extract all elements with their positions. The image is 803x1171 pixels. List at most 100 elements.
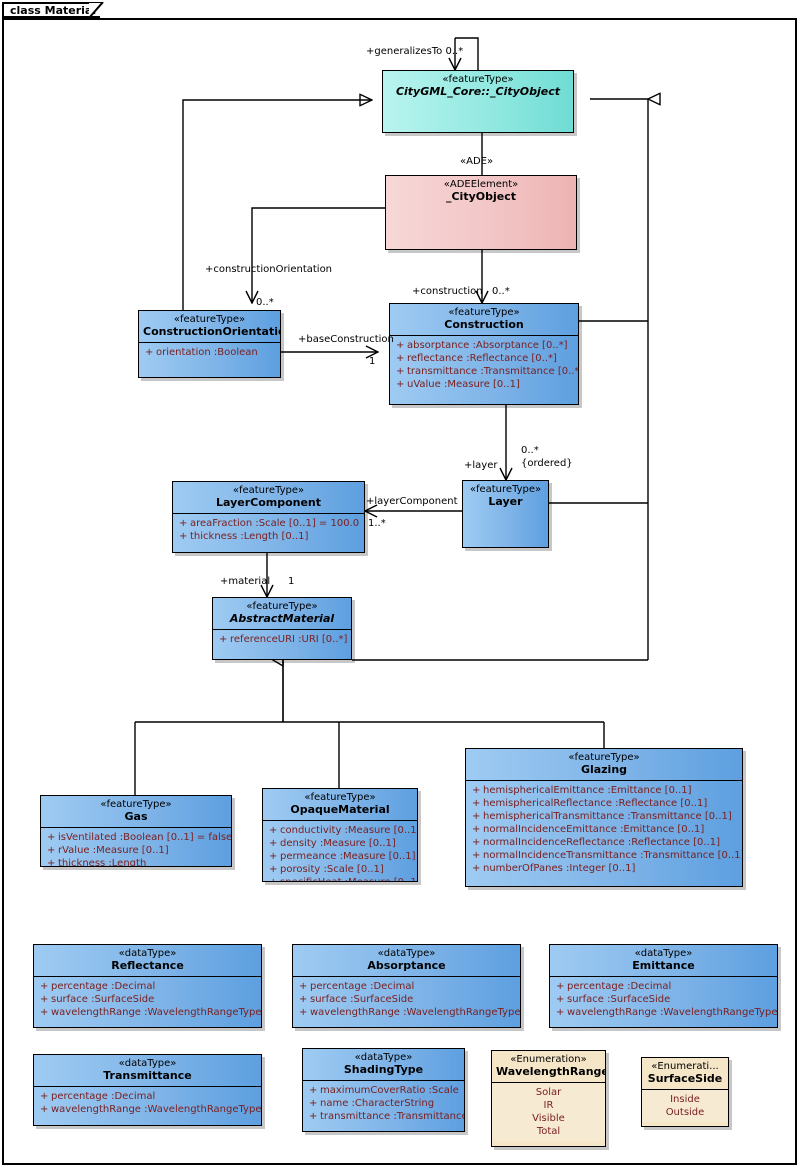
attribute-text: wavelengthRange :WavelengthRangeType [51, 1104, 262, 1116]
stereotype-label: «Enumerati... [651, 1061, 719, 1072]
attribute-text: wavelengthRange :WavelengthRangeType [51, 1007, 262, 1019]
enum-literal: IR [543, 1100, 554, 1112]
class-ade-cityobject[interactable]: «ADEElement» _CityObject [385, 175, 577, 250]
visibility-marker: + [472, 798, 481, 810]
attribute-row: +hemisphericalEmittance :Emittance [0..1… [468, 784, 740, 797]
label-base-construction-mult: 1 [369, 356, 376, 367]
class-name: Construction [444, 317, 524, 331]
class-gas[interactable]: «featureType» Gas +isVentilated :Boolean… [40, 795, 232, 867]
attribute-text: transmittance :Transmittance [0..*] [407, 366, 579, 378]
attribute-row: +percentage :Decimal [36, 980, 259, 993]
visibility-marker: + [40, 994, 49, 1006]
visibility-marker: + [269, 864, 278, 876]
attribute-row: +areaFraction :Scale [0..1] = 100.0 [175, 517, 362, 530]
class-attributes: +percentage :Decimal +surface :SurfaceSi… [34, 976, 262, 1023]
stereotype-label: «dataType» [118, 948, 177, 959]
visibility-marker: + [299, 994, 308, 1006]
attribute-row: +transmittance :Transmittance [305, 1110, 464, 1123]
attribute-row: +wavelengthRange :WavelengthRangeType [36, 1006, 262, 1019]
attribute-text: permeance :Measure [0..1] [280, 851, 416, 863]
visibility-marker: + [269, 851, 278, 863]
class-name: _CityObject [445, 189, 516, 203]
label-material-mult: 1 [288, 576, 295, 587]
visibility-marker: + [309, 1111, 318, 1123]
attribute-text: hemisphericalEmittance :Emittance [0..1] [483, 785, 692, 797]
class-header: «Enumerati... SurfaceSide [642, 1058, 728, 1089]
datatype-reflectance[interactable]: «dataType» Reflectance +percentage :Deci… [33, 944, 262, 1028]
attribute-text: areaFraction :Scale [0..1] = 100.0 [190, 518, 360, 530]
stereotype-label: «featureType» [173, 314, 246, 325]
visibility-marker: + [40, 981, 49, 993]
class-header: «featureType» LayerComponent [173, 482, 364, 513]
class-construction-orientation[interactable]: «featureType» ConstructionOrientation +o… [138, 310, 281, 378]
stereotype-label: «dataType» [118, 1058, 177, 1069]
visibility-marker: + [269, 825, 278, 837]
attribute-row: +surface :SurfaceSide [552, 993, 775, 1006]
attribute-row: +permeance :Measure [0..1] [265, 850, 416, 863]
enumeration-literals: Inside Outside [642, 1089, 728, 1123]
visibility-marker: + [299, 981, 308, 993]
visibility-marker: + [472, 863, 481, 875]
attribute-text: normalIncidenceTransmittance :Transmitta… [483, 850, 743, 862]
datatype-absorptance[interactable]: «dataType» Absorptance +percentage :Deci… [292, 944, 521, 1028]
attribute-text: rValue :Measure [0..1] [58, 845, 169, 857]
visibility-marker: + [309, 1085, 318, 1097]
class-attributes: +maximumCoverRatio :Scale +name :Charact… [303, 1080, 464, 1127]
stereotype-label: «ADEElement» [443, 179, 519, 190]
attribute-text: reflectance :Reflectance [0..*] [407, 353, 557, 365]
diagram-tab-fold [89, 2, 105, 18]
class-name: Emittance [632, 958, 695, 972]
attribute-row: +uValue :Measure [0..1] [392, 378, 576, 391]
class-layer[interactable]: «featureType» Layer [462, 480, 549, 548]
label-layer-component-role: +layerComponent [366, 496, 458, 507]
attribute-row: +percentage :Decimal [295, 980, 518, 993]
attribute-row: +thickness :Length [43, 857, 229, 866]
enum-literal: Visible [532, 1113, 565, 1125]
visibility-marker: + [40, 1007, 49, 1019]
class-header: «featureType» Construction [390, 304, 578, 335]
datatype-emittance[interactable]: «dataType» Emittance +percentage :Decima… [549, 944, 778, 1028]
datatype-shading-type[interactable]: «dataType» ShadingType +maximumCoverRati… [302, 1048, 465, 1132]
class-name: SurfaceSide [647, 1071, 723, 1085]
class-glazing[interactable]: «featureType» Glazing +hemisphericalEmit… [465, 748, 743, 887]
visibility-marker: + [396, 353, 405, 365]
class-attributes: +referenceURI :URI [0..*] [213, 629, 351, 650]
visibility-marker: + [472, 785, 481, 797]
attribute-row: +maximumCoverRatio :Scale [305, 1084, 462, 1097]
class-name: Reflectance [111, 958, 184, 972]
class-header: «dataType» ShadingType [303, 1049, 464, 1080]
attribute-row: +surface :SurfaceSide [295, 993, 518, 1006]
attribute-text: porosity :Scale [0..1] [280, 864, 384, 876]
stereotype-label: «featureType» [448, 307, 520, 318]
enumeration-wavelength-range-type[interactable]: «Enumeration» WavelengthRangeType Solar … [491, 1050, 606, 1147]
attribute-text: numberOfPanes :Integer [0..1] [483, 863, 636, 875]
class-header: «featureType» ConstructionOrientation [139, 311, 280, 342]
class-opaque-material[interactable]: «featureType» OpaqueMaterial +conductivi… [262, 788, 418, 882]
datatype-transmittance[interactable]: «dataType» Transmittance +percentage :De… [33, 1054, 262, 1126]
class-layer-component[interactable]: «featureType» LayerComponent +areaFracti… [172, 481, 365, 553]
attribute-row: +wavelengthRange :WavelengthRangeType [36, 1103, 262, 1116]
class-name: Layer [488, 494, 523, 508]
attribute-row: +isVentilated :Boolean [0..1] = false [43, 831, 231, 844]
attribute-row: +normalIncidenceReflectance :Reflectance… [468, 836, 740, 849]
class-construction[interactable]: «featureType» Construction +absorptance … [389, 303, 579, 405]
class-name: Glazing [580, 762, 628, 776]
visibility-marker: + [472, 837, 481, 849]
stereotype-label: «featureType» [469, 484, 542, 495]
attribute-text: normalIncidenceReflectance :Reflectance … [483, 837, 720, 849]
attribute-row: +specificHeat :Measure [0..1] [265, 876, 417, 881]
attribute-text: percentage :Decimal [51, 981, 156, 993]
visibility-marker: + [145, 347, 154, 359]
attribute-row: +percentage :Decimal [36, 1090, 259, 1103]
class-header: «dataType» Absorptance [293, 945, 520, 976]
visibility-marker: + [309, 1098, 318, 1110]
class-attributes: +conductivity :Measure [0..1] +density :… [263, 820, 417, 881]
class-abstract-material[interactable]: «featureType» AbstractMaterial +referenc… [212, 597, 352, 660]
enumeration-surface-side[interactable]: «Enumerati... SurfaceSide Inside Outside [641, 1057, 729, 1127]
attribute-row: +absorptance :Absorptance [0..*] [392, 339, 576, 352]
attribute-text: orientation :Boolean [156, 347, 258, 359]
class-citygml-core-cityobject[interactable]: «featureType» CityGML_Core::_CityObject [382, 70, 574, 133]
visibility-marker: + [47, 832, 56, 844]
class-header: «dataType» Reflectance [34, 945, 261, 976]
class-name: LayerComponent [215, 495, 322, 509]
